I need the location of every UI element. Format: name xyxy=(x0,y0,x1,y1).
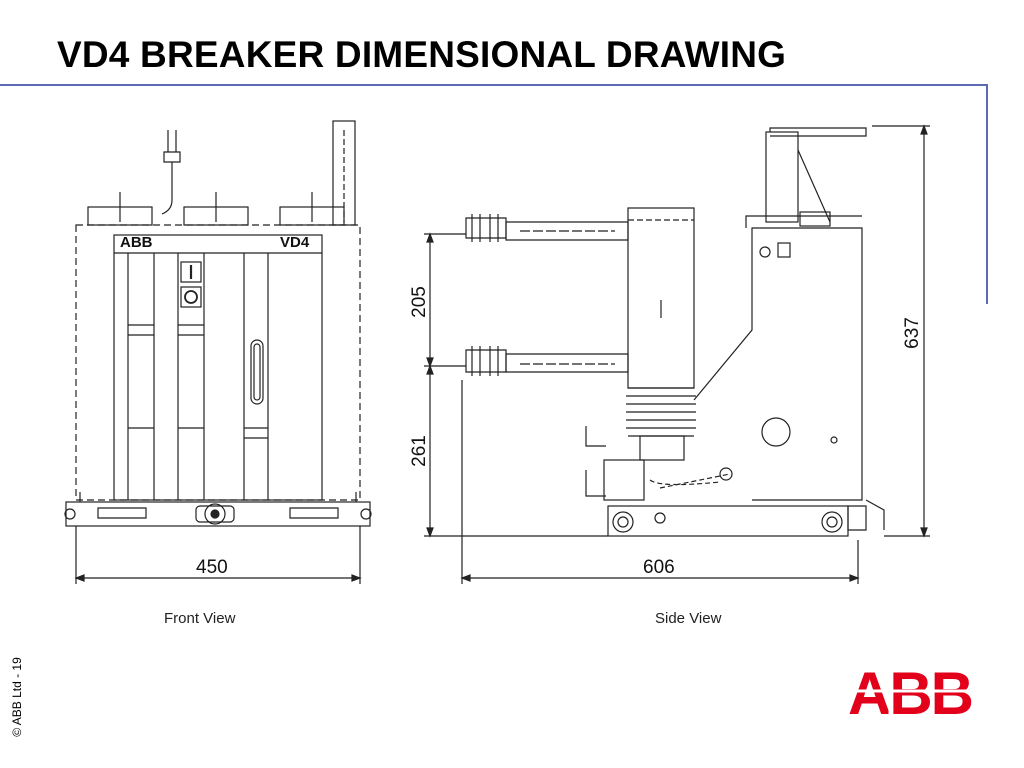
front-view-label: Front View xyxy=(164,610,236,627)
side-view-drawing xyxy=(424,124,930,584)
side-divider xyxy=(986,84,988,304)
panel-brand-label: ABB xyxy=(120,234,153,251)
side-view-label: Side View xyxy=(655,610,722,627)
front-view-drawing xyxy=(64,120,372,584)
side-height-dimension: 637 xyxy=(901,317,923,349)
side-upper-dimension: 205 xyxy=(408,286,430,318)
abb-logo: ABB xyxy=(848,664,972,718)
side-lower-dimension: 261 xyxy=(408,435,430,467)
page-title: VD4 BREAKER DIMENSIONAL DRAWING xyxy=(57,34,787,75)
side-depth-dimension: 606 xyxy=(643,557,675,578)
title-divider xyxy=(0,84,988,86)
front-width-dimension: 450 xyxy=(196,557,228,578)
panel-model-label: VD4 xyxy=(280,234,310,251)
